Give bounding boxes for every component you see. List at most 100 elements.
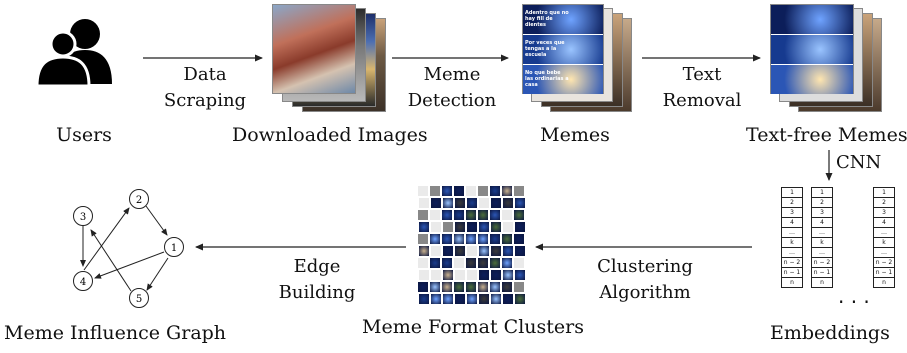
node-label-meme-format-clusters: Meme Format Clusters [362,316,584,338]
meme-panel-2 [523,35,603,64]
cluster-thumbnail [491,198,501,208]
cluster-thumbnail [419,246,429,256]
cluster-thumbnail [455,222,465,232]
graph-edge-5-3 [90,229,132,292]
cluster-thumbnail [418,282,428,292]
graph-edge-4-2 [83,207,130,271]
graph-node-circle-5 [129,288,149,308]
cluster-thumbnail [430,282,440,292]
cluster-thumbnail [419,294,429,304]
cluster-thumbnail [442,282,452,292]
cluster-thumbnail [455,198,465,208]
textfree-panel-2 [771,35,853,64]
cluster-thumbnail [491,246,501,256]
graph-node-label-2: 2 [136,195,142,206]
downloaded-images-stack [272,4,388,112]
cluster-thumbnail [430,258,440,268]
cluster-thumbnail [467,270,477,280]
graph-edge-1-5 [146,257,169,291]
influence-graph-edges [80,205,169,292]
cluster-thumbnail [478,234,488,244]
cluster-thumbnail [479,246,489,256]
cluster-thumbnail [466,282,476,292]
edge-label-line-2: Building [278,282,356,303]
cluster-thumbnail [430,186,440,196]
cluster-thumbnail [503,198,513,208]
cluster-thumbnail [515,222,525,232]
node-label-text-free-memes: Text-free Memes [746,124,907,146]
embedding-cell: n − 2 [781,257,803,268]
cluster-thumbnail [478,210,488,220]
edge-label-line-1: Edge [293,256,341,277]
graph-node-circle-3 [73,206,93,226]
edge-label-line-2: Scraping [163,90,247,111]
meme-format-clusters-mosaic [418,186,530,304]
embedding-cell: n − 1 [873,267,895,278]
edge-label-line-2: Algorithm [599,282,691,303]
cluster-thumbnail [467,198,477,208]
cluster-thumbnail [430,210,440,220]
cluster-thumbnail [442,258,452,268]
cluster-thumbnail [478,186,488,196]
edge-label-data-scraping: Data Scraping [150,62,260,114]
node-label-meme-influence-graph: Meme Influence Graph [4,322,227,344]
cluster-thumbnail [431,246,441,256]
cluster-thumbnail [430,234,440,244]
cluster-thumbnail [491,294,501,304]
cluster-thumbnail [418,234,428,244]
cluster-thumbnail [514,210,524,220]
cluster-thumbnail [490,282,500,292]
cluster-thumbnail [479,270,489,280]
influence-graph-nodes: 2 3 1 4 5 [73,189,184,308]
cluster-thumbnail [454,258,464,268]
cluster-thumbnail [514,258,524,268]
embedding-cell: n [781,277,803,288]
cluster-thumbnail [431,294,441,304]
meme-caption-2: Por veces que tengas a la escuela [525,40,565,58]
cluster-thumbnail [479,294,489,304]
node-label-memes: Memes [540,124,610,146]
cluster-thumbnail [466,258,476,268]
cluster-thumbnail [503,270,513,280]
cluster-thumbnail [467,294,477,304]
cluster-thumbnail [502,282,512,292]
cluster-thumbnail [503,294,513,304]
cluster-thumbnail [442,234,452,244]
textfree-card-front [770,4,854,94]
graph-node-circle-2 [129,189,149,209]
textfree-panel-1 [771,5,853,34]
cluster-thumbnail [514,282,524,292]
cluster-thumbnail [479,222,489,232]
cluster-thumbnail [454,234,464,244]
cluster-thumbnail [443,198,453,208]
cluster-thumbnail [454,282,464,292]
graph-node-label-4: 4 [80,277,86,288]
node-label-downloaded-images: Downloaded Images [232,124,428,146]
cluster-thumbnail [514,234,524,244]
cluster-thumbnail [515,198,525,208]
cluster-thumbnail [419,222,429,232]
meme-caption-3: No que bebe las ordinarias a casa [525,70,569,88]
edge-label-clustering-algorithm: Clustering Algorithm [580,254,710,306]
cluster-thumbnail [503,246,513,256]
cluster-thumbnail [502,234,512,244]
cluster-thumbnail [490,258,500,268]
embedding-cell: n − 1 [811,267,833,278]
cluster-thumbnail [442,186,452,196]
users-icon [35,19,112,88]
cluster-thumbnail [490,234,500,244]
image-card-front [272,4,356,94]
cluster-thumbnail [431,198,441,208]
cluster-thumbnail [419,270,429,280]
embedding-ellipsis: . . . [838,284,870,308]
cluster-thumbnail [479,198,489,208]
cluster-thumbnail [443,294,453,304]
edge-label-edge-building: Edge Building [262,254,372,306]
edge-label-line-2: Removal [662,90,742,111]
edge-label-text-removal: Text Removal [650,62,754,114]
embedding-cell: n − 2 [811,257,833,268]
graph-edge-2-1 [145,205,168,236]
